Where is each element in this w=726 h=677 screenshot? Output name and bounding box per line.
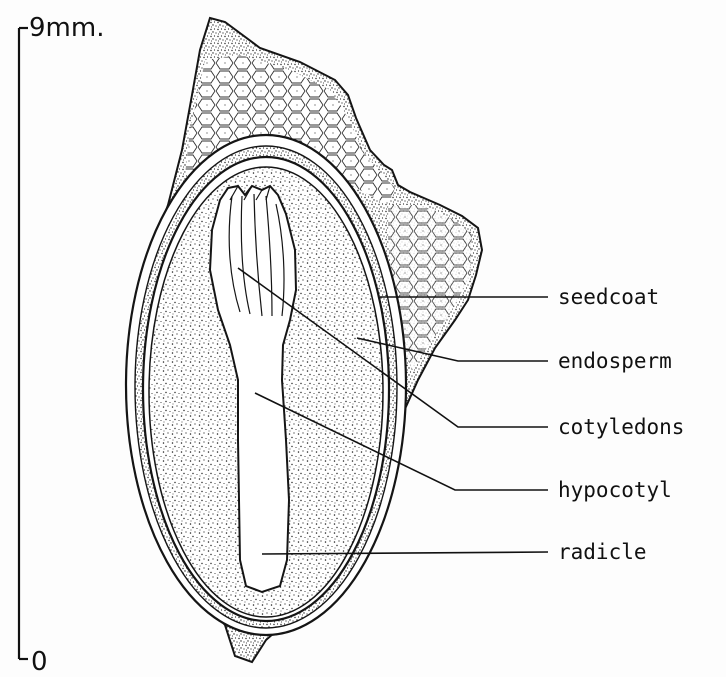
scale-bar: 9mm. 0 (19, 13, 104, 677)
scale-top-label: 9mm. (29, 13, 104, 43)
label-endosperm: endosperm (558, 349, 672, 373)
scale-bottom-label: 0 (31, 647, 48, 677)
label-hypocotyl: hypocotyl (558, 478, 672, 502)
label-seedcoat: seedcoat (558, 285, 659, 309)
label-radicle: radicle (558, 540, 647, 564)
label-cotyledons: cotyledons (558, 415, 684, 439)
part-labels: seedcoat endosperm cotyledons hypocotyl … (558, 285, 684, 564)
